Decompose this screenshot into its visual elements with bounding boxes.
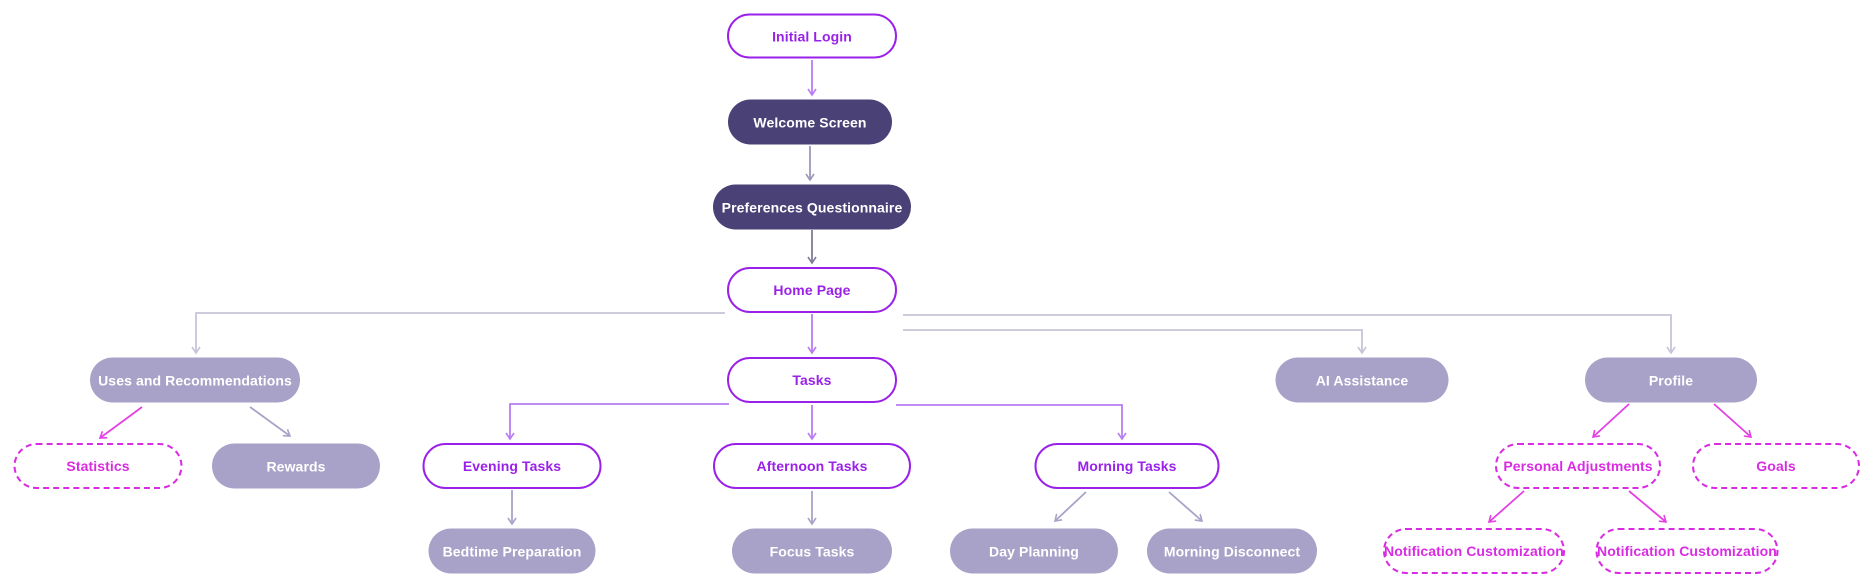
node-preferences-questionnaire[interactable]: Preferences Questionnaire bbox=[713, 184, 911, 230]
edge-morning-tasks-day-planning bbox=[1053, 491, 1087, 522]
edge-home-page-profile bbox=[903, 314, 1676, 355]
edge-profile-personal-adjustments bbox=[1591, 403, 1630, 438]
node-day-planning[interactable]: Day Planning bbox=[950, 528, 1118, 574]
edge-morning-tasks-morning-disconnect bbox=[1168, 491, 1204, 522]
node-rewards[interactable]: Rewards bbox=[212, 443, 380, 489]
node-initial-login[interactable]: Initial Login bbox=[727, 13, 897, 59]
edge-tasks-evening-tasks bbox=[505, 403, 729, 441]
node-statistics[interactable]: Statistics bbox=[13, 443, 183, 489]
edge-home-page-ai-assistance bbox=[903, 329, 1367, 355]
node-morning-tasks[interactable]: Morning Tasks bbox=[1034, 443, 1220, 489]
node-notification-customization-2[interactable]: Notification Customization bbox=[1595, 528, 1779, 574]
edge-uses-and-recommendations-statistics bbox=[98, 406, 143, 439]
edge-home-page-uses-and-recommendations bbox=[191, 312, 725, 355]
node-profile[interactable]: Profile bbox=[1585, 357, 1757, 403]
node-ai-assistance[interactable]: AI Assistance bbox=[1275, 357, 1449, 403]
node-focus-tasks[interactable]: Focus Tasks bbox=[732, 528, 892, 574]
node-tasks[interactable]: Tasks bbox=[727, 357, 897, 403]
node-afternoon-tasks[interactable]: Afternoon Tasks bbox=[713, 443, 911, 489]
node-evening-tasks[interactable]: Evening Tasks bbox=[422, 443, 602, 489]
node-morning-disconnect[interactable]: Morning Disconnect bbox=[1147, 528, 1317, 574]
edge-tasks-morning-tasks bbox=[896, 404, 1127, 441]
node-uses-and-recommendations[interactable]: Uses and Recommendations bbox=[90, 357, 300, 403]
edge-profile-goals bbox=[1713, 403, 1753, 438]
node-welcome-screen[interactable]: Welcome Screen bbox=[728, 99, 892, 145]
edge-personal-adjustments-notification-customization-1 bbox=[1487, 490, 1525, 523]
edge-uses-and-recommendations-rewards bbox=[249, 406, 292, 437]
node-home-page[interactable]: Home Page bbox=[727, 267, 897, 313]
edge-personal-adjustments-notification-customization-2 bbox=[1628, 490, 1668, 523]
node-bedtime-preparation[interactable]: Bedtime Preparation bbox=[428, 528, 596, 574]
node-personal-adjustments[interactable]: Personal Adjustments bbox=[1495, 443, 1661, 489]
node-notification-customization-1[interactable]: Notification Customization bbox=[1383, 528, 1565, 574]
node-goals[interactable]: Goals bbox=[1692, 443, 1860, 489]
